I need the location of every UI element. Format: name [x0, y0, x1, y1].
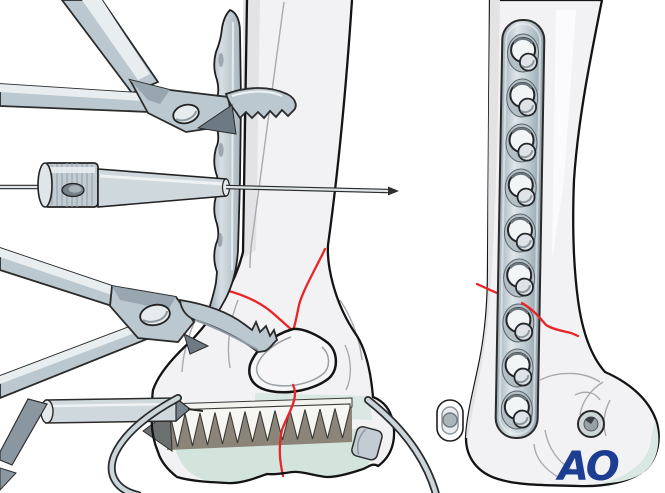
k-wire-tip	[388, 186, 399, 196]
instrument-arm-dark	[0, 467, 17, 491]
cerclage-wire-left	[107, 394, 182, 493]
reduction-forceps-lower	[0, 247, 279, 399]
wire-sleeve	[97, 168, 231, 208]
fracture-lines	[223, 247, 327, 333]
forceps-jaw-serrated	[178, 298, 279, 353]
fracture-line-trochlea	[278, 383, 297, 478]
right-panel-illustration: AO	[464, 0, 660, 490]
locking-plate	[494, 19, 546, 439]
screw-head	[577, 410, 605, 438]
cerclage-wire-right	[364, 396, 440, 493]
reduction-forceps-upper	[0, 0, 297, 135]
wire-chuck	[37, 162, 99, 208]
pin-end-cap	[351, 426, 383, 461]
threaded-pin	[142, 397, 383, 461]
fracture-line-over-plate	[520, 301, 580, 338]
ao-logo: AO	[555, 444, 619, 490]
combi-hole-icon	[436, 399, 464, 442]
bone-shadow-band	[243, 0, 260, 258]
instrument-arm-dark	[0, 398, 48, 466]
capitellum-cartilage	[600, 420, 659, 484]
bone-contours	[533, 372, 611, 479]
k-wire-assembly	[0, 162, 399, 208]
forceps-jaw-serrated	[224, 87, 297, 120]
left-panel-illustration	[0, 0, 440, 493]
